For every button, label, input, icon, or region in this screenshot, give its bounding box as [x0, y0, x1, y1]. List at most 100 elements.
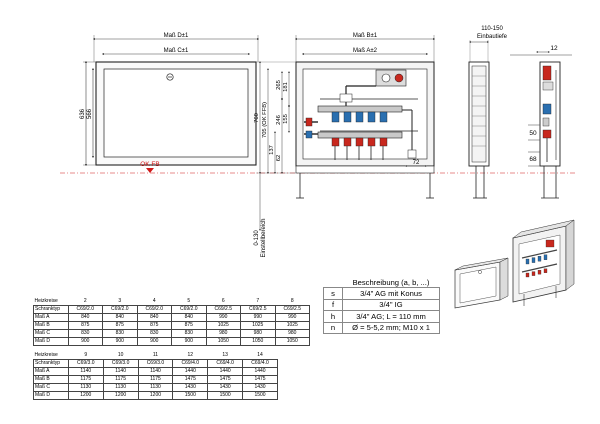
- table-cell: 8: [275, 298, 310, 306]
- table-cell: 830: [136, 329, 172, 338]
- table-cell: 1140: [137, 367, 174, 376]
- table-cell: 6: [206, 298, 241, 306]
- cabinet-front-door: [103, 68, 249, 158]
- table-cell: 990: [274, 313, 310, 322]
- table-cell: 1200: [137, 391, 174, 400]
- table-cell: 980: [274, 329, 310, 338]
- table-cell: 840: [171, 313, 207, 322]
- table-row-label: Maß D: [33, 391, 69, 400]
- table-cell: 1175: [67, 375, 104, 384]
- table-cell: 875: [102, 321, 138, 330]
- height-inner-label: 566: [87, 108, 93, 119]
- okfb-marker-icon: [146, 168, 154, 173]
- table-cell: 900: [136, 337, 172, 346]
- setting-range-caption: Einstellbereich: [261, 218, 267, 257]
- table-row-label: Maß A: [33, 367, 69, 376]
- flow-meters-upper: [331, 111, 388, 123]
- table-cell: 1475: [172, 375, 209, 384]
- d68-label: 68: [529, 156, 537, 163]
- d12-label: 12: [550, 45, 558, 52]
- okfb-label: OK FB: [140, 161, 160, 168]
- table-row-label: Maß C: [33, 383, 69, 392]
- legend-table: Beschreibung (a, b, ...) s 3/4" AG mit K…: [323, 277, 440, 334]
- dim-c-label: Maß C±1: [164, 48, 189, 54]
- table-cell: 11: [138, 352, 173, 360]
- h181-label: 181: [283, 82, 289, 92]
- table-cell: 1500: [242, 391, 278, 400]
- table-cell: C69/2.0: [136, 305, 172, 314]
- table-cell: 9: [68, 352, 104, 360]
- table-cell: 1050: [205, 337, 241, 346]
- table-cell: 875: [171, 321, 207, 330]
- h265-label: 265: [276, 80, 282, 90]
- table-cell: C69/2.0: [67, 305, 103, 314]
- legend-symbol: s: [323, 287, 343, 300]
- h155-label: 155: [283, 114, 289, 124]
- table-cell: 5: [171, 298, 206, 306]
- table-row-label: Schranktyp: [33, 359, 69, 368]
- height-outer-label: 636: [80, 108, 86, 119]
- h246-label: 246: [276, 115, 282, 125]
- w72-label: 72: [413, 160, 420, 166]
- table-cell: 1130: [102, 383, 139, 392]
- table-cell: 1200: [67, 391, 104, 400]
- dim-a-label: Maß A±2: [353, 48, 378, 54]
- table-cell: C69/4.0: [242, 359, 278, 368]
- table-cell: 1025: [205, 321, 241, 330]
- table-cell: 990: [205, 313, 241, 322]
- table-cell: C69/2.5: [274, 305, 310, 314]
- table-cell: 980: [240, 329, 276, 338]
- table-cell: 1430: [207, 383, 244, 392]
- table-cell: 1130: [67, 383, 104, 392]
- table-row-label: Heizkreise: [33, 298, 68, 306]
- table-row-label: Maß A: [33, 313, 69, 322]
- table-cell: C69/3.0: [67, 359, 104, 368]
- table-row-label: Heizkreise: [33, 352, 69, 360]
- table-cell: 1130: [137, 383, 174, 392]
- iso-open-cabinet: [512, 219, 575, 306]
- table-cell: 1475: [207, 375, 244, 384]
- table-cell: 840: [136, 313, 172, 322]
- table-cell: 1430: [242, 383, 278, 392]
- table-cell: 14: [242, 352, 278, 360]
- table-cell: 1175: [102, 375, 139, 384]
- table-cell: 1430: [172, 383, 209, 392]
- table-cell: 1440: [172, 367, 209, 376]
- table-cell: C69/3.0: [102, 359, 139, 368]
- middle-view: Maß B±1 Maß A±2: [254, 33, 436, 258]
- table-cell: C69/2.0: [171, 305, 207, 314]
- depth-caption: Einbautiefe: [477, 34, 508, 40]
- h760-label: 760: [254, 113, 260, 123]
- table-row-label: Maß D: [33, 337, 69, 346]
- table-cell: C69/2.5: [240, 305, 276, 314]
- table-cell: 3: [102, 298, 137, 306]
- table-cell: 1200: [102, 391, 139, 400]
- table-cell: 830: [67, 329, 103, 338]
- table-cell: 1140: [67, 367, 104, 376]
- table-cell: 7: [240, 298, 275, 306]
- table-cell: C69/4.0: [172, 359, 209, 368]
- dim-d-label: Maß D±1: [164, 33, 189, 39]
- side-view: 110-150 Einbautiefe: [468, 26, 508, 199]
- h62-label: 62: [276, 155, 282, 161]
- table-cell: 900: [171, 337, 207, 346]
- table-cell: 875: [136, 321, 172, 330]
- legend-symbol: n: [323, 321, 343, 334]
- table-cell: 1475: [242, 375, 278, 384]
- table-cell: C69/4.0: [207, 359, 244, 368]
- table-cell: 1025: [274, 321, 310, 330]
- table-cell: 830: [102, 329, 138, 338]
- table-cell: 840: [102, 313, 138, 322]
- legend-description: 3/4" AG; L = 110 mm: [342, 310, 440, 323]
- table-cell: C69/2.5: [205, 305, 241, 314]
